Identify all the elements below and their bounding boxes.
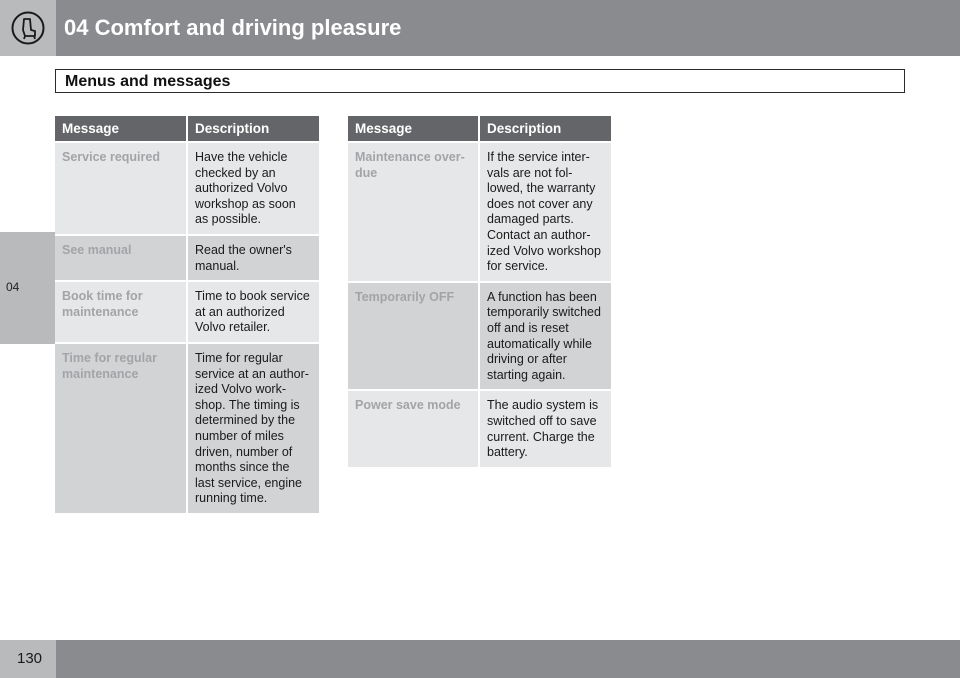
column-header-description: Description [186, 116, 319, 142]
table-header-row: Message Description [348, 116, 611, 142]
message-cell: Time for regular maintenance [55, 341, 187, 513]
section-heading-box: Menus and messages [55, 69, 905, 93]
table-row: Book time for maintenance Time to book s… [55, 280, 319, 343]
table-row: Service required Have the vehicle checke… [55, 141, 319, 235]
chapter-tab[interactable] [0, 232, 56, 344]
description-cell: Time for regular service at an author-iz… [186, 341, 319, 513]
chapter-tab-label: 04 [6, 280, 20, 294]
footer-left-block [0, 640, 56, 678]
message-cell: Book time for maintenance [55, 280, 187, 343]
description-cell: Have the vehicle checked by an authorize… [186, 141, 319, 235]
table-row: Time for regular maintenance Time for re… [55, 341, 319, 513]
page-number: 130 [17, 650, 43, 667]
column-header-message: Message [55, 116, 187, 142]
table-row: Power save mode The audio system is swit… [348, 389, 611, 467]
message-cell: Power save mode [348, 389, 479, 467]
table-row: Maintenance over-due If the service inte… [348, 141, 611, 282]
section-title: Menus and messages [65, 73, 231, 90]
description-cell: Time to book service at an authorized Vo… [186, 280, 319, 343]
description-cell: A function has been temporarily switched… [478, 280, 611, 391]
column-header-description: Description [478, 116, 611, 142]
message-cell: Maintenance over-due [348, 141, 479, 282]
description-cell: Read the owner's manual. [186, 233, 319, 282]
table-header-row: Message Description [55, 116, 319, 142]
message-cell: Temporarily OFF [348, 280, 479, 391]
header-icon-box [0, 0, 56, 56]
seat-icon [11, 11, 45, 45]
message-cell: Service required [55, 141, 187, 235]
table-row: See manual Read the owner's manual. [55, 233, 319, 282]
description-cell: The audio system is switched off to save… [478, 389, 611, 467]
side-strip [0, 56, 56, 640]
column-header-message: Message [348, 116, 479, 142]
table-row: Temporarily OFF A function has been temp… [348, 280, 611, 391]
message-cell: See manual [55, 233, 187, 282]
messages-table-left: Message Description Service required Hav… [55, 116, 319, 513]
chapter-title: 04 Comfort and driving pleasure [64, 15, 402, 40]
messages-table-right: Message Description Maintenance over-due… [348, 116, 611, 467]
header-bar [0, 0, 960, 56]
description-cell: If the service inter-vals are not fol-lo… [478, 141, 611, 282]
footer-bar [56, 640, 960, 678]
